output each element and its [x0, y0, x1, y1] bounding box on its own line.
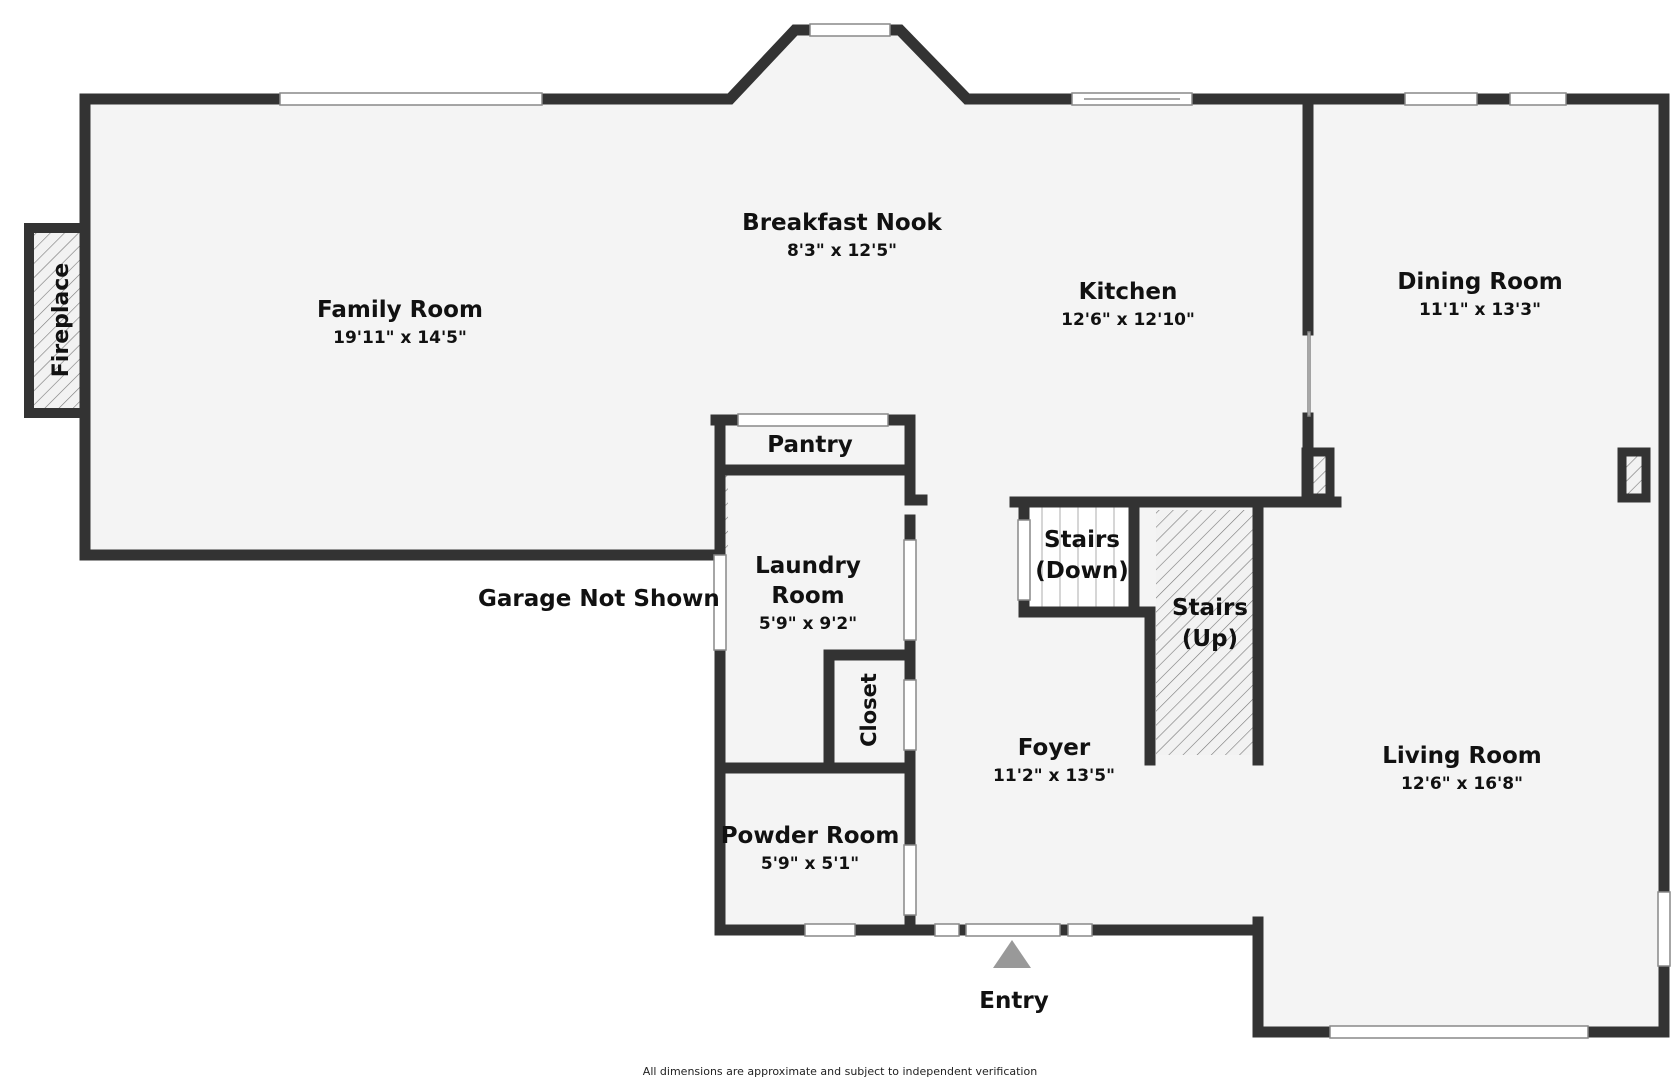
dining-room-dims: 11'1" x 13'3": [1419, 300, 1541, 320]
laundry-room-name-line1: Laundry: [755, 553, 861, 579]
column-right: [1617, 447, 1651, 503]
dining-room-name: Dining Room: [1397, 269, 1562, 295]
laundry-room-dims: 5'9" x 9'2": [759, 614, 857, 634]
stairs-down-line2: (Down): [1035, 558, 1129, 584]
disclaimer: All dimensions are approximate and subje…: [643, 1065, 1037, 1078]
fireplace-label: Fireplace: [49, 263, 74, 377]
fireplace-box: [24, 223, 90, 418]
entry-door-opening: [965, 923, 1061, 937]
family-room-name: Family Room: [317, 297, 483, 323]
stairs-down-treads: [1024, 507, 1134, 612]
floor-area: [85, 30, 1664, 1032]
stairs-up-area: [1156, 510, 1258, 755]
living-room-name: Living Room: [1382, 743, 1542, 769]
foyer-dims: 11'2" x 13'5": [993, 766, 1115, 786]
powder-room-dims: 5'9" x 5'1": [761, 854, 859, 874]
family-room-dims: 19'11" x 14'5": [333, 328, 467, 348]
stairs-up-line2: (Up): [1182, 626, 1238, 652]
windows: [279, 23, 1671, 1039]
living-room-dims: 12'6" x 16'8": [1401, 774, 1523, 794]
kitchen-name: Kitchen: [1079, 279, 1178, 305]
pantry-name: Pantry: [767, 432, 852, 458]
stairs-up-line1: Stairs: [1172, 595, 1248, 621]
breakfast-nook-dims: 8'3" x 12'5": [787, 241, 897, 261]
entry-arrow-icon: [993, 940, 1031, 968]
closet-name: Closet: [857, 673, 881, 747]
entry-label: Entry: [979, 988, 1048, 1014]
stairs-down-line1: Stairs: [1044, 527, 1120, 553]
breakfast-nook-name: Breakfast Nook: [742, 210, 942, 236]
foyer-name: Foyer: [1018, 735, 1091, 761]
kitchen-dims: 12'6" x 12'10": [1061, 310, 1195, 330]
garage-note: Garage Not Shown: [478, 586, 720, 612]
laundry-room-name-line2: Room: [771, 583, 844, 609]
powder-room-name: Powder Room: [721, 823, 900, 849]
